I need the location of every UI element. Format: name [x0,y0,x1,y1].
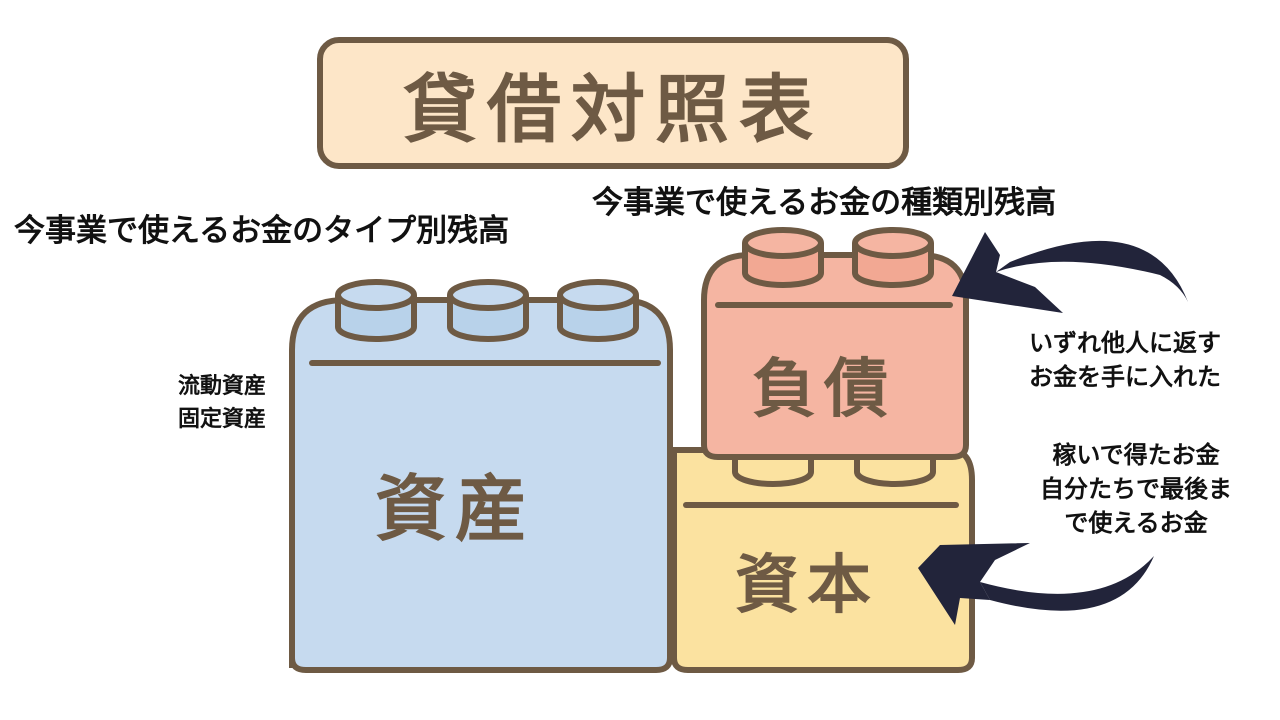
note-line: で使えるお金 [1064,509,1208,537]
curved-arrow-left-icon [952,232,1188,313]
caption-right: 今事業で使えるお金の種類別残高 [592,185,1057,221]
note-line: いずれ他人に返す [1029,329,1221,357]
assets-label: 資産 [375,467,536,551]
note-line: 稼いで得たお金 [1052,441,1220,469]
equity-note: 稼いで得たお金 自分たちで最後ま で使えるお金 [1020,438,1252,540]
liabilities-label: 負債 [752,353,896,427]
asset-types-list: 流動資産 固定資産 [148,370,266,436]
equity-label: 資本 [735,549,879,623]
note-line: お金を手に入れた [1029,363,1221,391]
assets-block [289,279,673,673]
liabilities-note: いずれ他人に返す お金を手に入れた [1000,326,1250,394]
diagram-title: 貸借対照表 [403,66,823,153]
note-line: 自分たちで最後ま [1040,475,1232,503]
title-box: 貸借対照表 [317,37,909,169]
caption-left: 今事業で使えるお金のタイプ別残高 [14,213,510,249]
asset-type-current: 流動資産 [177,374,266,399]
equity-block [671,447,975,673]
curved-arrow-left-icon [918,543,1154,625]
assets-stud [335,279,639,342]
asset-type-fixed: 固定資産 [177,407,266,432]
